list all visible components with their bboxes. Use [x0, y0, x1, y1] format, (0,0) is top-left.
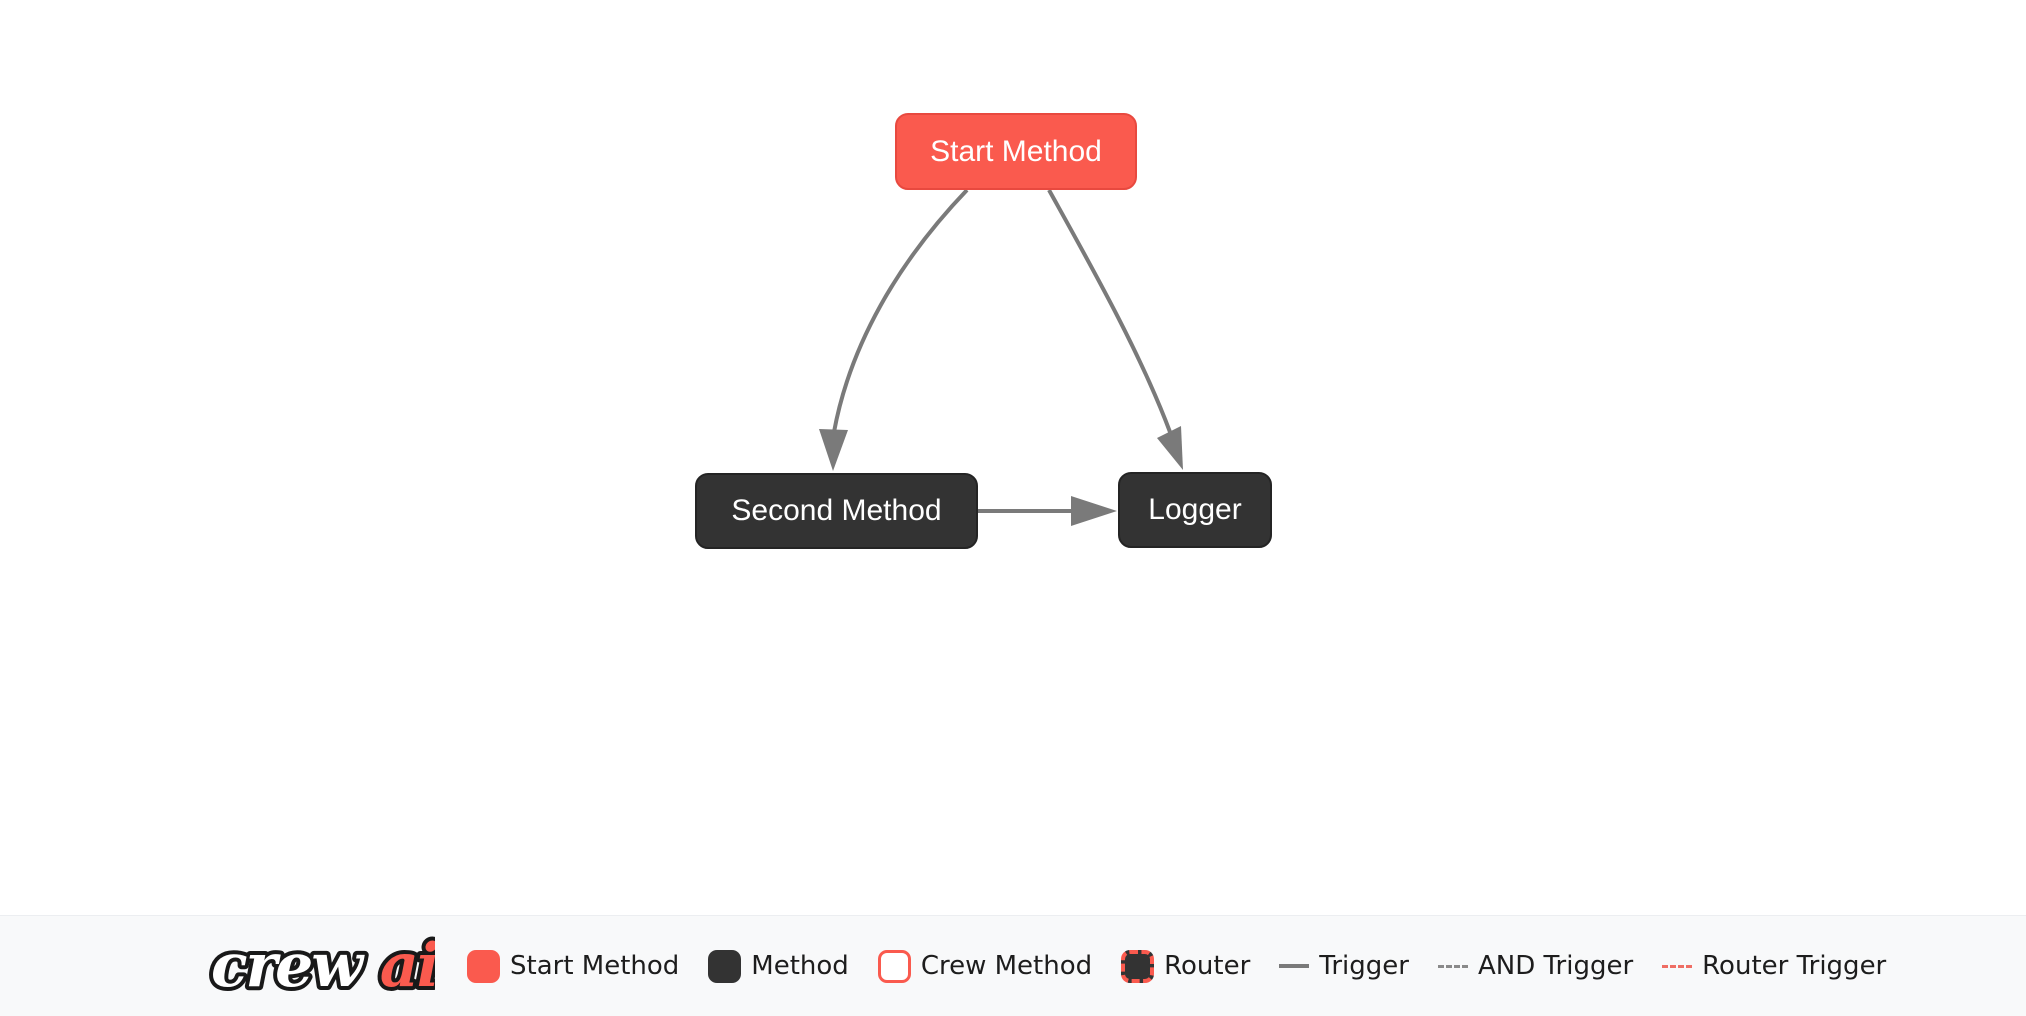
router-trigger-line-swatch — [1662, 964, 1693, 968]
method-swatch — [708, 949, 742, 983]
legend-item-router: Router — [1121, 949, 1251, 983]
crew-method-swatch — [877, 949, 911, 983]
node-second-method-label: Second Method — [731, 494, 942, 527]
legend-item-trigger: Trigger — [1279, 951, 1409, 981]
legend-item-start-method: Start Method — [467, 949, 680, 983]
and-trigger-line-swatch — [1437, 964, 1468, 968]
edge-start-to-second-line[interactable] — [832, 188, 969, 433]
crewai-logo: crew ai — [207, 927, 435, 1005]
edge-second-to-logger[interactable] — [978, 496, 1117, 526]
crewai-logo-ai: ai — [380, 931, 435, 1001]
node-logger-label: Logger — [1148, 493, 1242, 526]
node-second-method[interactable]: Second Method — [695, 473, 978, 549]
legend-label: Method — [751, 951, 849, 981]
trigger-line-swatch — [1279, 964, 1310, 968]
node-logger[interactable]: Logger — [1118, 472, 1272, 548]
node-start-method[interactable]: Start Method — [895, 113, 1137, 190]
legend-label: Router — [1164, 951, 1251, 981]
legend-item-and-trigger: AND Trigger — [1437, 951, 1634, 981]
legend-label: Start Method — [510, 951, 680, 981]
edge-start-to-second[interactable] — [819, 188, 969, 471]
flow-canvas[interactable]: Start Method Second Method Logger — [0, 0, 2026, 915]
legend: Start Method Method Crew Method Router T… — [467, 949, 1886, 983]
legend-bar: crew ai Start Method Method Crew Method … — [0, 915, 2026, 1016]
router-swatch — [1121, 949, 1155, 983]
edge-start-to-logger-line[interactable] — [1047, 189, 1172, 433]
legend-label: AND Trigger — [1477, 951, 1634, 981]
svg-text:crew ai: crew ai — [211, 931, 435, 1001]
edge-start-to-second-arrowhead — [819, 429, 848, 471]
legend-label: Router Trigger — [1702, 951, 1887, 981]
legend-item-method: Method — [708, 949, 849, 983]
legend-label: Crew Method — [920, 951, 1093, 981]
legend-item-crew-method: Crew Method — [877, 949, 1093, 983]
flow-edges — [819, 188, 1183, 526]
crewai-logo-crew: crew — [211, 931, 365, 1001]
legend-label: Trigger — [1319, 951, 1409, 981]
node-start-method-label: Start Method — [930, 134, 1102, 168]
legend-item-router-trigger: Router Trigger — [1662, 951, 1886, 981]
edge-start-to-logger[interactable] — [1047, 189, 1183, 470]
start-method-swatch — [467, 949, 500, 983]
edge-second-to-logger-arrowhead — [1071, 496, 1117, 526]
edge-start-to-logger-arrowhead — [1157, 426, 1183, 470]
